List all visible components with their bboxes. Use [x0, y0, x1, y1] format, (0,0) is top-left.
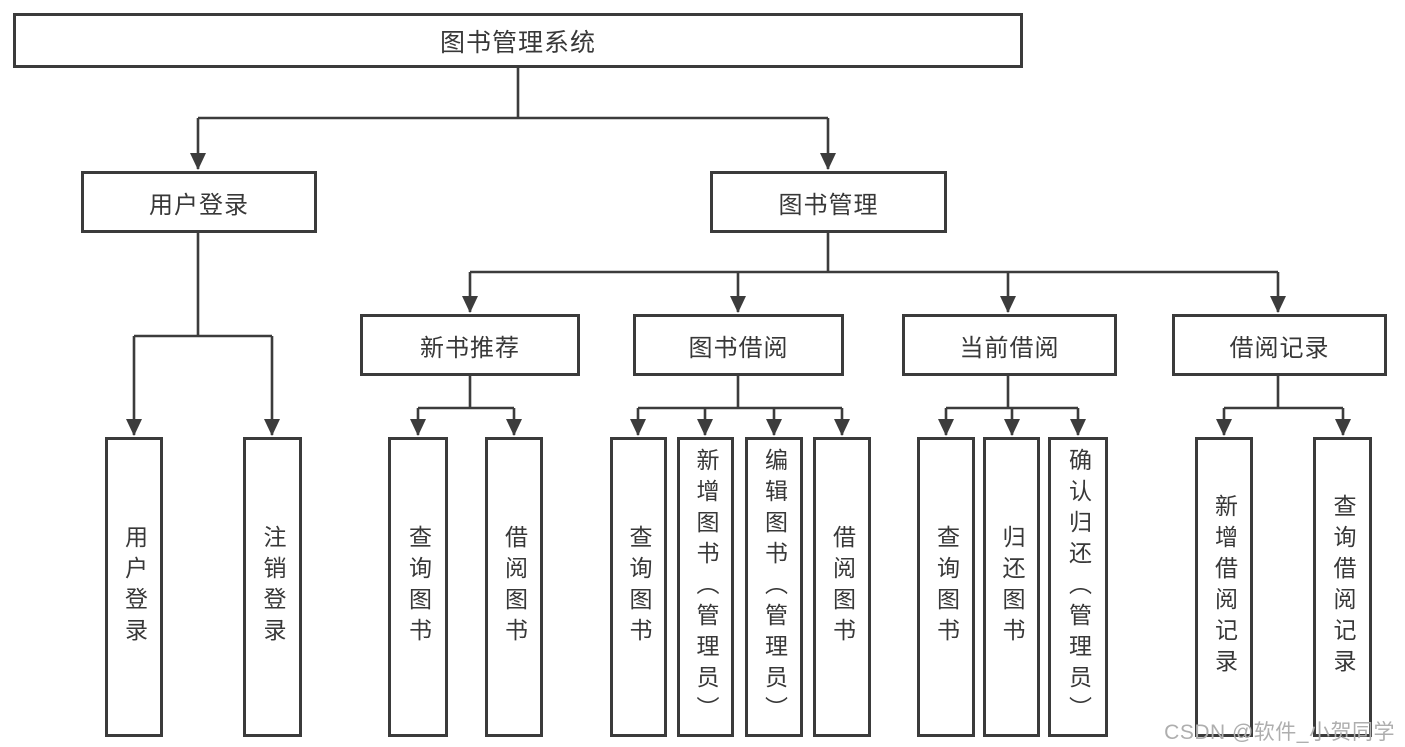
node-leaf-add-books-admin-label: 新增图书（管理员） [693, 447, 719, 727]
node-book-management: 图书管理 [710, 171, 947, 233]
node-root: 图书管理系统 [13, 13, 1023, 68]
node-leaf-query-books-borrow-label: 查询图书 [626, 525, 652, 649]
node-leaf-edit-books-admin-label: 编辑图书（管理员） [761, 447, 788, 727]
node-leaf-confirm-return-admin: 确认归还（管理员） [1048, 437, 1108, 737]
node-leaf-logout: 注销登录 [243, 437, 302, 737]
node-leaf-add-books-admin: 新增图书（管理员） [677, 437, 734, 737]
node-leaf-user-login: 用户登录 [105, 437, 163, 737]
node-user-login-label: 用户登录 [149, 191, 249, 219]
node-leaf-borrow-books-recommend: 借阅图书 [485, 437, 543, 737]
watermark: CSDN @软件_小贺同学 [1164, 721, 1395, 744]
node-leaf-confirm-return-admin-label: 确认归还（管理员） [1065, 447, 1092, 727]
node-book-borrow: 图书借阅 [633, 314, 844, 376]
node-new-book-recommend-label: 新书推荐 [420, 334, 520, 362]
node-leaf-logout-label: 注销登录 [260, 525, 286, 649]
node-leaf-return-books-label: 归还图书 [999, 525, 1025, 649]
node-leaf-query-books-current-label: 查询图书 [933, 525, 960, 649]
node-leaf-add-borrow-record: 新增借阅记录 [1195, 437, 1253, 737]
node-current-borrow-label: 当前借阅 [959, 334, 1060, 362]
node-leaf-query-books-recommend: 查询图书 [388, 437, 448, 737]
node-new-book-recommend: 新书推荐 [360, 314, 580, 376]
node-leaf-borrow-books-label: 借阅图书 [829, 525, 856, 649]
node-root-label: 图书管理系统 [439, 28, 596, 57]
node-leaf-borrow-books-recommend-label: 借阅图书 [501, 525, 528, 649]
node-leaf-query-borrow-record-label: 查询借阅记录 [1330, 494, 1356, 680]
node-leaf-return-books: 归还图书 [983, 437, 1040, 737]
node-book-borrow-label: 图书借阅 [688, 334, 789, 362]
node-leaf-user-login-label: 用户登录 [121, 525, 148, 649]
node-leaf-query-books-recommend-label: 查询图书 [405, 525, 432, 649]
node-leaf-borrow-books: 借阅图书 [813, 437, 871, 737]
node-current-borrow: 当前借阅 [902, 314, 1117, 376]
node-user-login: 用户登录 [81, 171, 317, 233]
node-leaf-edit-books-admin: 编辑图书（管理员） [745, 437, 803, 737]
node-leaf-query-books-borrow: 查询图书 [610, 437, 667, 737]
node-borrow-records-label: 借阅记录 [1229, 334, 1330, 362]
node-leaf-query-borrow-record: 查询借阅记录 [1313, 437, 1372, 737]
node-borrow-records: 借阅记录 [1172, 314, 1387, 376]
node-leaf-add-borrow-record-label: 新增借阅记录 [1211, 494, 1238, 680]
node-book-management-label: 图书管理 [778, 191, 879, 219]
connector-lines [126, 68, 1351, 436]
node-leaf-query-books-current: 查询图书 [917, 437, 975, 737]
